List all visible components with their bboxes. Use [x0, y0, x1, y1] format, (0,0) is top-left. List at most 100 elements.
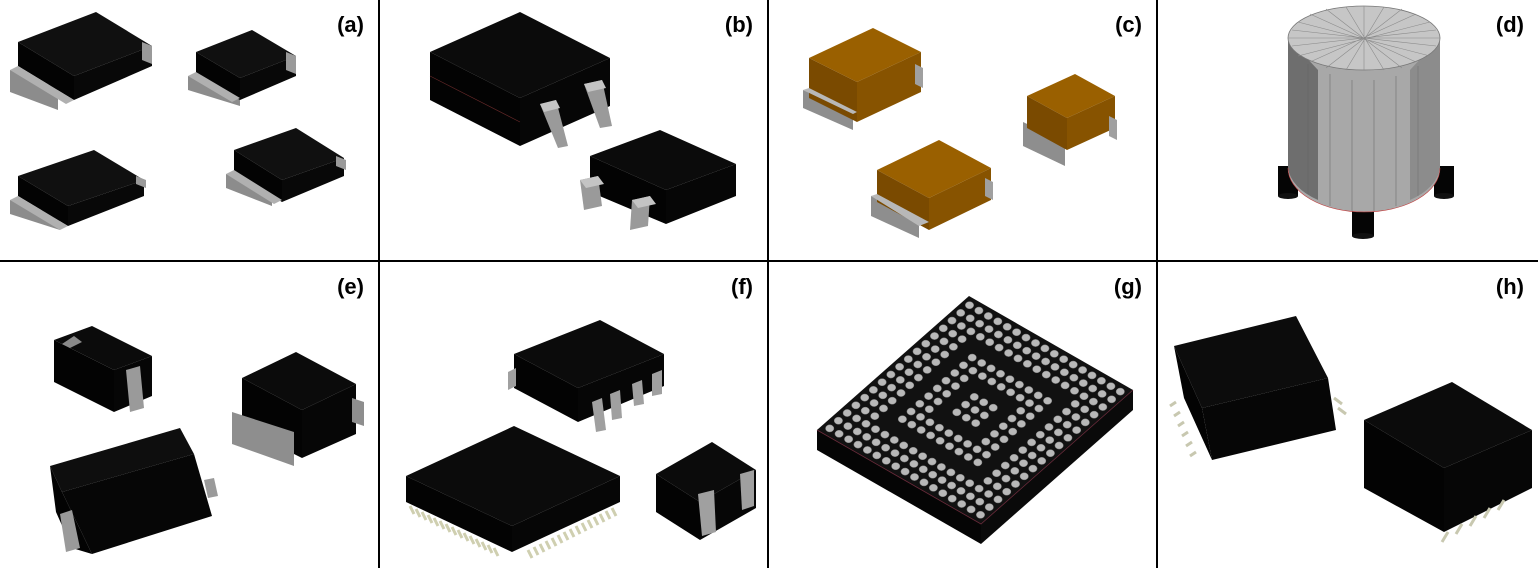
solder-ball — [1069, 373, 1079, 382]
solder-ball — [993, 330, 1003, 339]
solder-ball — [975, 319, 985, 328]
chip-capacitor-3 — [871, 140, 993, 238]
solder-ball — [903, 355, 913, 363]
solder-ball — [1011, 480, 1020, 488]
solder-ball — [1016, 406, 1026, 415]
solder-ball — [967, 353, 977, 362]
solder-ball — [861, 419, 871, 428]
solder-ball — [878, 391, 888, 400]
solder-ball — [1035, 430, 1045, 439]
solder-ball — [950, 369, 960, 377]
solder-ball — [1107, 395, 1117, 404]
ball-grid-array-drawing — [816, 296, 1134, 544]
panel-a: (a) — [0, 0, 378, 260]
solder-ball — [897, 415, 907, 424]
rectangular-components-drawing — [429, 12, 736, 230]
solder-ball — [1024, 386, 1034, 394]
solder-ball — [938, 489, 948, 498]
solder-ball — [1002, 322, 1012, 331]
solder-ball — [1036, 443, 1046, 452]
solder-ball — [880, 430, 890, 439]
solder-ball — [1022, 346, 1032, 355]
solder-ball — [852, 414, 862, 423]
solder-ball — [919, 478, 929, 487]
solder-ball — [871, 438, 881, 447]
solder-ball — [905, 381, 915, 390]
solder-ball — [1045, 449, 1055, 458]
solder-ball — [963, 440, 973, 448]
solder-ball — [915, 399, 925, 408]
solder-ball — [1012, 341, 1022, 350]
solder-ball — [969, 393, 979, 401]
molded-body-components-drawing — [50, 326, 364, 554]
solder-ball — [947, 481, 957, 490]
solder-ball — [1031, 339, 1040, 347]
solder-ball — [988, 403, 998, 412]
solder-ball — [984, 503, 994, 511]
solder-ball — [1043, 396, 1053, 405]
qfp-package — [406, 426, 620, 559]
solder-ball — [1060, 381, 1070, 390]
solder-ball — [1078, 379, 1088, 387]
solder-ball — [1014, 380, 1024, 389]
panel-g: (g) — [769, 262, 1156, 568]
solder-ball — [834, 429, 844, 438]
solder-ball — [918, 465, 928, 474]
panel-c: (c) — [769, 0, 1156, 260]
solder-ball — [1070, 400, 1080, 408]
solder-ball — [1078, 366, 1088, 374]
solder-ball — [1007, 414, 1017, 423]
solder-ball — [1005, 375, 1015, 384]
large-rectangular-component — [429, 12, 612, 148]
gull-wing-package-2 — [1364, 382, 1532, 543]
solder-ball — [871, 425, 880, 434]
solder-ball — [975, 497, 985, 506]
solder-ball — [1034, 404, 1044, 413]
solder-ball — [1098, 403, 1108, 411]
solder-ball — [966, 505, 976, 514]
chip-capacitor-1 — [803, 28, 923, 130]
solder-ball — [843, 422, 853, 430]
solder-ball — [1000, 461, 1010, 470]
divider-horizontal — [0, 260, 1538, 262]
solder-ball — [1028, 464, 1038, 473]
solder-ball — [996, 369, 1005, 378]
solder-ball — [896, 389, 906, 397]
solder-ball — [965, 301, 974, 310]
panel-d: (d) — [1158, 0, 1538, 260]
solder-ball — [959, 361, 968, 370]
chip-resistor-2 — [188, 30, 296, 106]
solder-ball — [1062, 420, 1072, 429]
solder-ball — [1003, 336, 1013, 344]
solder-ball — [956, 309, 966, 317]
solder-ball — [890, 449, 900, 457]
solder-ball — [909, 460, 919, 468]
chip-resistors-drawing — [10, 12, 346, 230]
solder-ball — [1033, 391, 1043, 400]
solder-ball — [925, 418, 935, 427]
panel-label-d: (d) — [1495, 12, 1524, 37]
solder-ball — [918, 452, 928, 461]
chip-resistor-3 — [10, 150, 146, 230]
solder-ball — [868, 386, 878, 394]
solder-ball — [887, 396, 897, 405]
solder-ball — [1079, 392, 1089, 401]
solder-ball — [946, 468, 956, 477]
solder-ball — [1053, 415, 1063, 424]
solder-ball — [1051, 376, 1061, 384]
solder-ball — [899, 441, 909, 450]
solder-ball — [881, 456, 891, 465]
solder-ball — [1054, 441, 1064, 450]
solder-ball — [983, 312, 993, 320]
solder-ball — [862, 446, 872, 454]
solder-ball — [947, 494, 957, 503]
solder-ball — [974, 306, 984, 315]
solder-ball — [992, 469, 1002, 478]
solder-ball — [985, 338, 995, 347]
solder-ball — [957, 500, 967, 508]
solder-ball — [948, 342, 958, 351]
solder-ball — [942, 389, 952, 398]
solder-ball — [974, 484, 984, 493]
solder-ball — [870, 412, 880, 420]
solder-ball — [1025, 412, 1035, 421]
